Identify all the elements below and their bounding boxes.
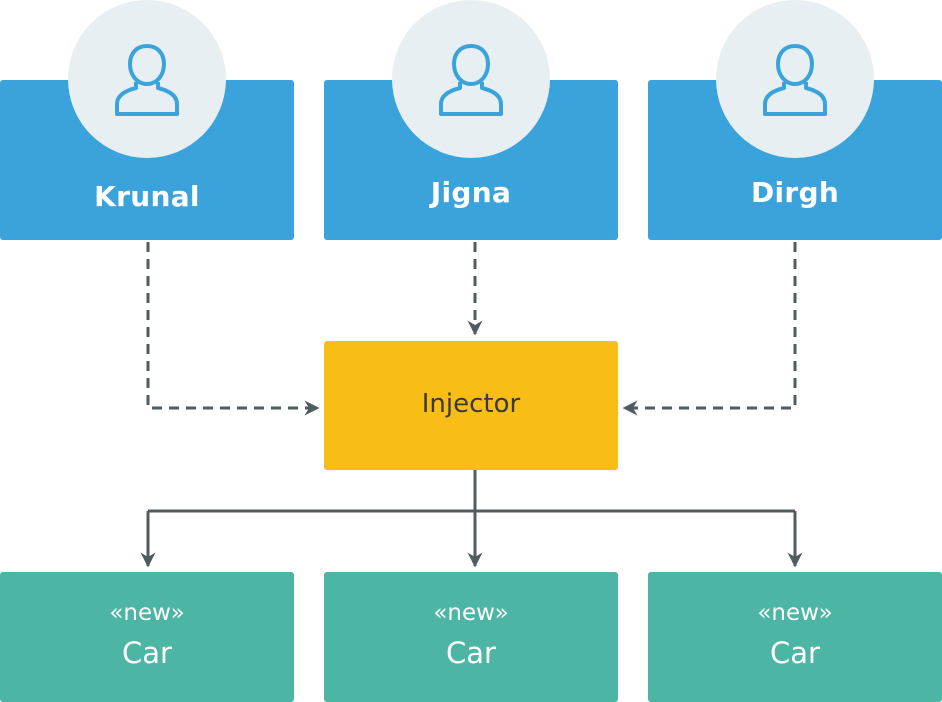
avatar-jigna (392, 0, 550, 158)
user-icon (763, 44, 827, 116)
user-name: Krunal (94, 180, 200, 213)
injector-label: Injector (421, 389, 521, 419)
user-icon (439, 44, 503, 116)
dashed-arrow-krunal-to-injector (146, 242, 320, 416)
car-name: Car (122, 636, 172, 670)
dashed-arrow-dirgh-to-injector (622, 242, 797, 416)
car-box-3: «new» Car (648, 572, 942, 702)
car-box-2: «new» Car (324, 572, 618, 702)
car-stereotype: «new» (433, 600, 509, 626)
car-box-1: «new» Car (0, 572, 294, 702)
user-name: Dirgh (750, 176, 840, 209)
car-stereotype: «new» (109, 600, 185, 626)
car-name: Car (770, 636, 820, 670)
car-stereotype: «new» (757, 600, 833, 626)
user-name: Jigna (430, 176, 512, 209)
user-box-dirgh: Dirgh (648, 80, 942, 240)
injector-box: Injector (324, 341, 618, 470)
avatar-dirgh (716, 0, 874, 158)
user-icon (115, 44, 179, 116)
car-name: Car (446, 636, 496, 670)
avatar-krunal (68, 0, 226, 158)
